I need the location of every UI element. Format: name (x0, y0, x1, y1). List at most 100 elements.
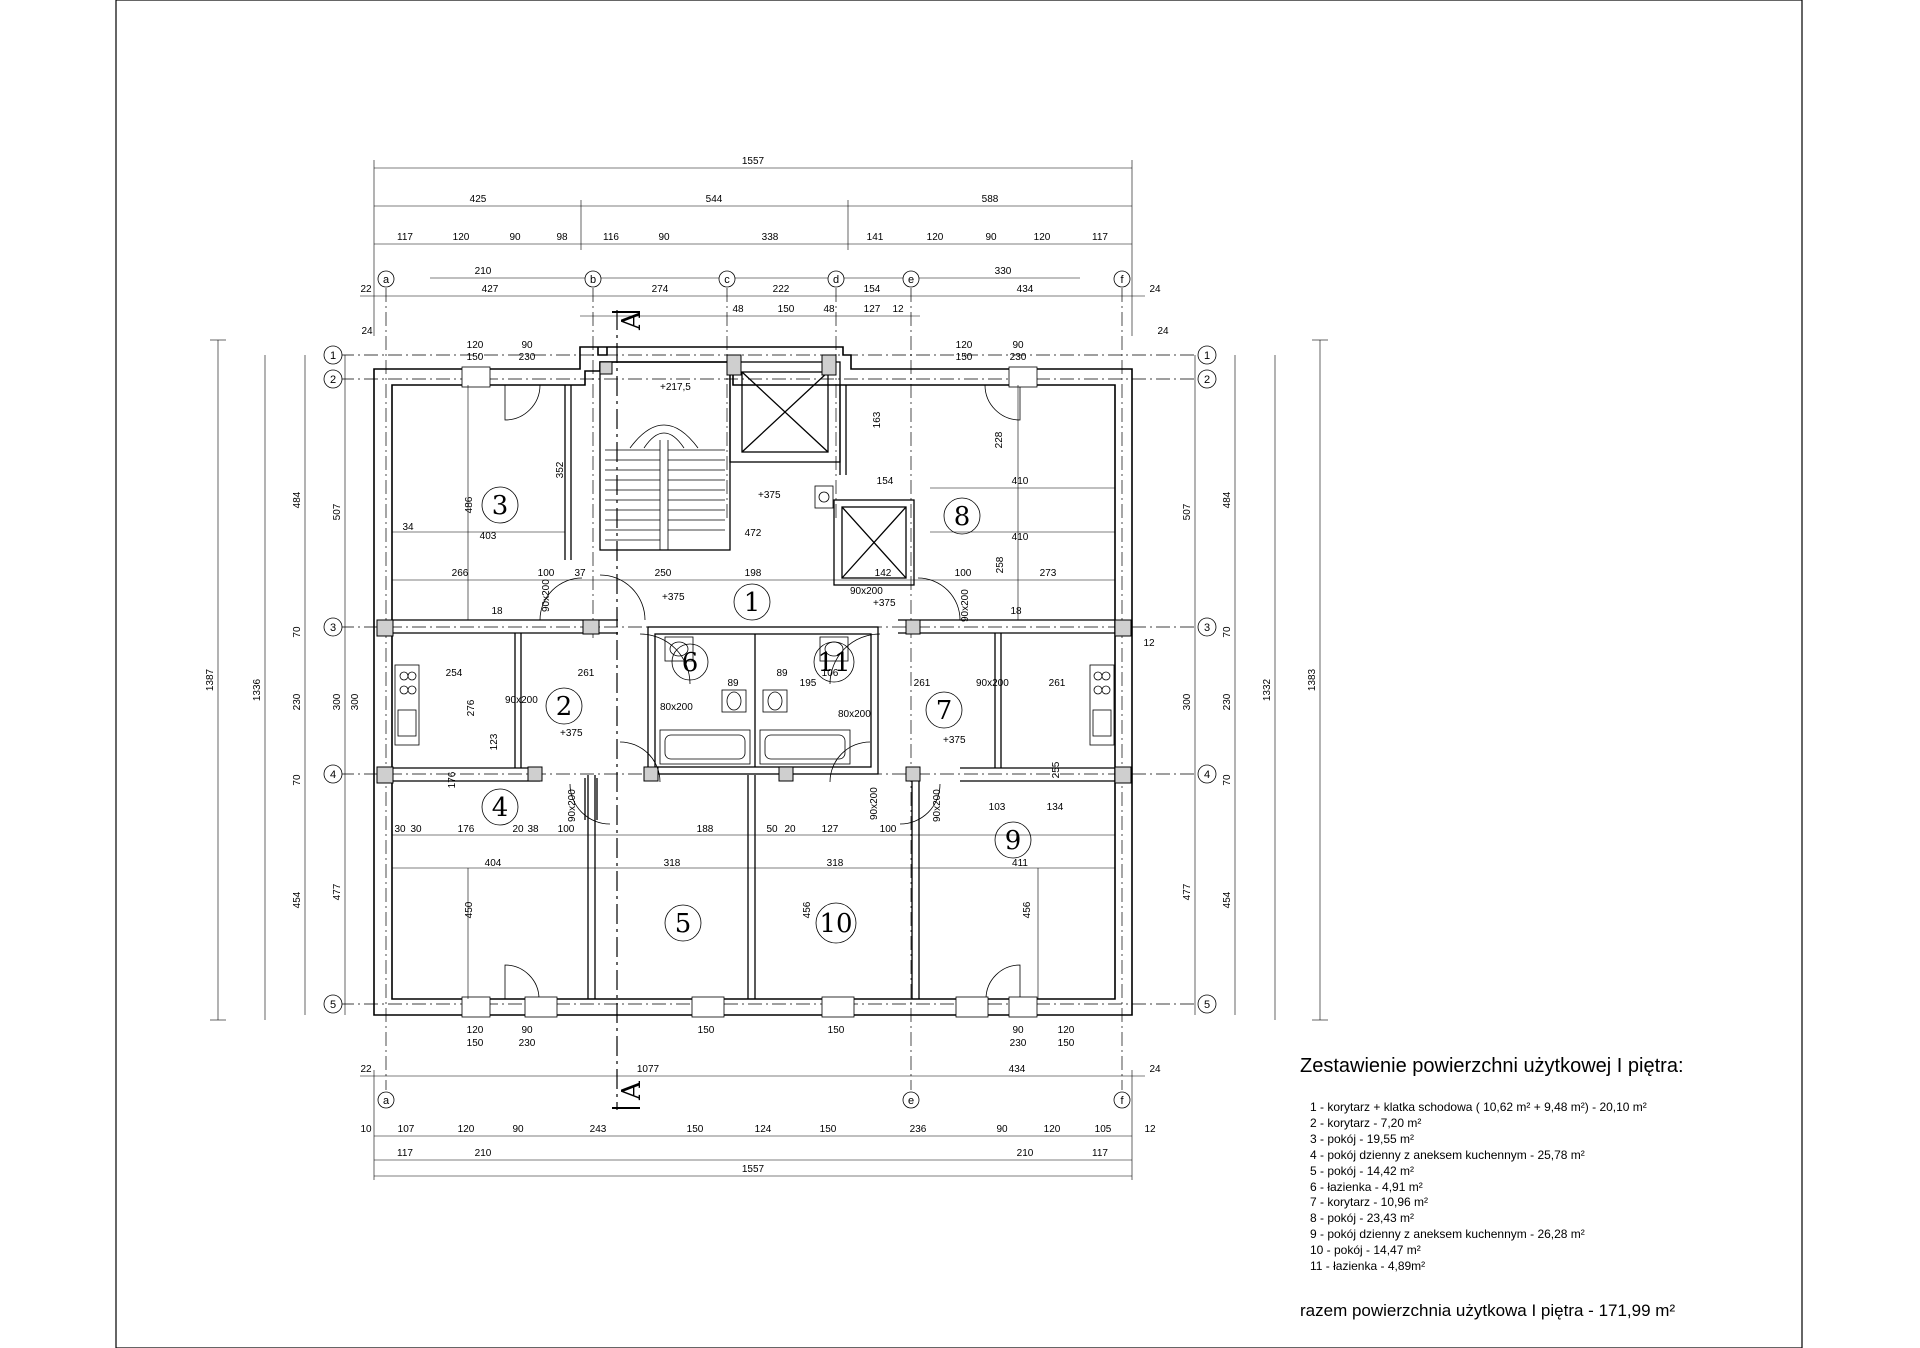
dim-top-4-1: 330 (995, 266, 1012, 277)
section-marker-bottom: A (617, 1080, 647, 1101)
axis-letter-d: d (833, 274, 839, 286)
sheet-frame (115, 0, 1803, 1348)
dim-int-258: 258 (995, 556, 1006, 573)
axis-letter-f-bottom: f (1120, 1095, 1124, 1107)
door-label-room-10: 90x200 (869, 787, 880, 820)
dim-int-250: 250 (655, 568, 672, 579)
dim-int-410a: 410 (1012, 476, 1029, 487)
opening-labels: 120 150 90 230 120 150 90 230 120 150 90… (467, 340, 1075, 1049)
dim-int-34: 34 (402, 522, 414, 533)
dim-top-4-0: 210 (475, 266, 492, 277)
dim-right-3-0: 484 (1222, 491, 1233, 508)
dim-int-163: 163 (872, 411, 883, 428)
dim-top-2-0: 425 (470, 194, 487, 205)
dim-bottom-2-9: 90 (996, 1124, 1008, 1135)
dim-int-18a: 18 (491, 606, 503, 617)
dim-int-50: 50 (766, 824, 778, 835)
dim-top-3-4: 116 (603, 232, 619, 243)
bottom-dimensions: 22 1077 434 24 10 107 120 90 243 150 124… (360, 1064, 1161, 1175)
area-schedule: Zestawienie powierzchni użytkowej I pięt… (1300, 1055, 1860, 1321)
section-marker-top: A (617, 310, 647, 331)
axis-number-4: 4 (330, 769, 336, 781)
axis-number-3-right: 3 (1204, 622, 1210, 634)
dim-top-3-10: 120 (1034, 232, 1051, 243)
dim-int-134: 134 (1047, 802, 1064, 813)
level-corridor-2: +375 (560, 728, 583, 739)
dim-left-4-2: 477 (332, 883, 343, 900)
door-swings (504, 384, 1021, 1000)
room-number-7: 7 (936, 696, 953, 726)
dim-top-2-1: 544 (706, 194, 723, 205)
window-label-bottom-mid1-150: 150 (698, 1025, 715, 1036)
dim-int-254: 254 (446, 668, 463, 679)
dim-top-6-2: 48 (823, 304, 835, 315)
dim-int-20a: 20 (784, 824, 796, 835)
door-label-bathroom-6: 80x200 (660, 702, 693, 713)
dim-int-176: 176 (458, 824, 475, 835)
dim-int-30b: 30 (410, 824, 422, 835)
axis-number-4-right: 4 (1204, 769, 1210, 781)
dim-top-3-9: 90 (985, 232, 997, 243)
window-label-bottom-left-150: 150 (467, 1038, 484, 1049)
dim-left-3-1: 70 (292, 626, 303, 638)
level-stair: +217,5 (660, 382, 691, 393)
dim-top-3-2: 90 (509, 232, 521, 243)
dimension-lines (210, 160, 1328, 1180)
axis-letter-a-bottom: a (383, 1095, 390, 1107)
dim-bottom-2-4: 243 (590, 1124, 607, 1135)
dim-top-5-0: 22 (360, 284, 372, 295)
dim-left-4-1: 300 (332, 693, 343, 710)
dim-bottom-2-11: 105 (1095, 1124, 1112, 1135)
left-dimensions: 1387 1336 484 70 230 70 454 507 300 477 (205, 491, 343, 908)
axis-numbers-right: 1 2 3 4 5 (1204, 350, 1210, 1011)
dim-int-261b: 261 (914, 678, 931, 689)
level-corridor-1b: +375 (873, 598, 896, 609)
room-number-2: 2 (556, 692, 573, 722)
dim-top-3-8: 120 (927, 232, 944, 243)
axis-number-5: 5 (330, 999, 336, 1011)
dim-int-456b: 456 (1022, 901, 1033, 918)
axis-letters-top: a b c d e f (383, 274, 1125, 286)
dim-int-188: 188 (697, 824, 714, 835)
dim-bottom-2-6: 124 (755, 1124, 772, 1135)
area-item-4: 4 - pokój dzienny z aneksem kuchennym - … (1310, 1147, 1585, 1162)
dim-int-20b: 20 (512, 824, 524, 835)
dim-overall-bottom: 1557 (742, 1164, 765, 1175)
dim-bottom-2-0: 10 (360, 1124, 372, 1135)
dim-top-3-3: 98 (556, 232, 568, 243)
dim-int-404: 404 (485, 858, 502, 869)
dim-int-261a: 261 (578, 668, 595, 679)
axis-number-2: 2 (330, 374, 336, 386)
dim-int-30a: 30 (394, 824, 406, 835)
dim-int-266: 266 (452, 568, 469, 579)
axis-letter-b: b (590, 274, 596, 286)
dim-int-300: 300 (350, 693, 361, 710)
window-label-top-right-230: 230 (1010, 352, 1027, 363)
dim-bottom-2-7: 150 (820, 1124, 837, 1135)
dim-top-3-7: 141 (867, 232, 884, 243)
dim-int-100d: 100 (880, 824, 897, 835)
dim-right-3-3: 70 (1222, 774, 1233, 786)
dim-int-403: 403 (480, 531, 497, 542)
area-item-9: 9 - pokój dzienny z aneksem kuchennym - … (1310, 1227, 1585, 1242)
dim-top-6-0: 48 (732, 304, 744, 315)
dim-int-127: 127 (822, 824, 839, 835)
window-label-bottom-right-230: 230 (1010, 1038, 1027, 1049)
door-label-room-4: 90x200 (567, 789, 578, 822)
dim-bottom-3-1: 210 (475, 1148, 492, 1159)
axis-number-2-right: 2 (1204, 374, 1210, 386)
dim-top-3-11: 117 (1092, 232, 1108, 243)
dim-bottom-1-1: 1077 (637, 1064, 660, 1075)
dim-left-3-4: 454 (292, 891, 303, 908)
dim-top-3-6: 338 (762, 232, 779, 243)
dim-int-24b: 24 (1157, 326, 1169, 337)
dim-int-12a: 12 (1143, 638, 1155, 649)
dim-left-outer: 1387 (205, 668, 216, 691)
dim-int-456a: 456 (802, 901, 813, 918)
dim-int-89a: 89 (727, 678, 739, 689)
level-marks: +217,5 +375 +375 +375 +375 +375 (560, 382, 966, 746)
room-number-4: 4 (492, 793, 509, 823)
area-item-7: 7 - korytarz - 10,96 m² (1310, 1195, 1429, 1210)
dim-int-273: 273 (1040, 568, 1057, 579)
dim-int-100c: 100 (558, 824, 575, 835)
